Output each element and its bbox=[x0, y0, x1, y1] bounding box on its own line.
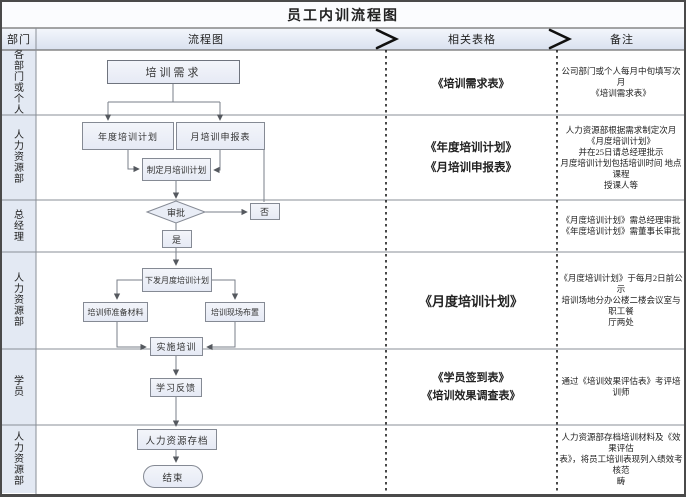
remark-row3: 《月度培训计划》需总经理审批 《年度培训计划》需董事长审批 bbox=[561, 215, 681, 236]
edge-issue-to-site bbox=[212, 279, 239, 300]
remark-row1: 公司部门或个人每月中旬填写次月 《培训需求表》 bbox=[561, 66, 681, 98]
node-yes: 是 bbox=[162, 230, 192, 248]
node-make-monthly-plan: 制定月培训计划 bbox=[142, 158, 211, 181]
node-implement-training: 实施培训 bbox=[150, 337, 203, 356]
node-trainer-materials: 培训师准备材料 bbox=[83, 302, 148, 322]
lane-hr-2: 人力资源部 bbox=[2, 252, 36, 349]
header-row bbox=[2, 28, 684, 50]
lane-departments-individuals: 各部门或个人 bbox=[2, 50, 36, 116]
lane-general-manager: 总经理 bbox=[2, 200, 36, 252]
edge-materials-to-implement bbox=[116, 322, 147, 351]
edge-application-to-make-plan bbox=[213, 150, 221, 174]
remark-row5: 通过《培训效果评估表》考评培训师 bbox=[561, 376, 681, 397]
forms-training-needs: 《培训需求表》 bbox=[432, 77, 510, 90]
node-training-needs: 培训需求 bbox=[107, 60, 240, 84]
remark-row2: 人力资源部根据需求制定次月 《月度培训计划》 并在25日请总经理批示 月度培训计… bbox=[560, 124, 682, 190]
node-annual-plan: 年度培训计划 bbox=[82, 122, 174, 150]
forms-signin-survey: 《学员签到表》 《培训效果调查表》 bbox=[421, 372, 521, 402]
edge-site-to-implement bbox=[206, 322, 236, 351]
forms-annual-monthly: 《年度培训计划》 《月培训申报表》 bbox=[425, 141, 517, 174]
header-flowchart: 流程图 bbox=[188, 34, 224, 46]
header-department: 部门 bbox=[7, 34, 31, 46]
node-approval-label: 审批 bbox=[166, 207, 185, 218]
remark-row6: 人力资源部存档培训材料及《效果评估 表》，将员工培训表现列入绩效考核范 畴 bbox=[559, 431, 683, 486]
node-end: 结束 bbox=[143, 465, 203, 488]
edge-annual-to-make-plan bbox=[127, 150, 140, 173]
header-forms: 相关表格 bbox=[448, 34, 496, 46]
lane-hr-3: 人力资源部 bbox=[2, 425, 36, 493]
header-remarks: 备注 bbox=[610, 34, 634, 46]
lane-trainees: 学员 bbox=[2, 349, 36, 425]
node-site-setup: 培训现场布置 bbox=[205, 302, 265, 322]
node-hr-archive: 人力资源存档 bbox=[137, 429, 217, 450]
page-title: 员工内训流程图 bbox=[287, 9, 399, 24]
lane-hr-1: 人力资源部 bbox=[2, 115, 36, 200]
edge-issue-to-materials bbox=[113, 279, 142, 300]
node-learning-feedback: 学习反馈 bbox=[150, 378, 202, 397]
remark-row4: 《月度培训计划》于每月2日前公示 培训场地分办公楼二楼会议室与职工餐 厅两处 bbox=[559, 273, 683, 327]
forms-monthly-plan: 《月度培训计划》 bbox=[418, 294, 523, 309]
node-monthly-application: 月培训申报表 bbox=[176, 122, 265, 150]
title-bar: 员工内训流程图 bbox=[2, 2, 684, 28]
node-issue-monthly-plan: 下发月度培训计划 bbox=[142, 268, 212, 292]
node-no: 否 bbox=[250, 203, 280, 220]
